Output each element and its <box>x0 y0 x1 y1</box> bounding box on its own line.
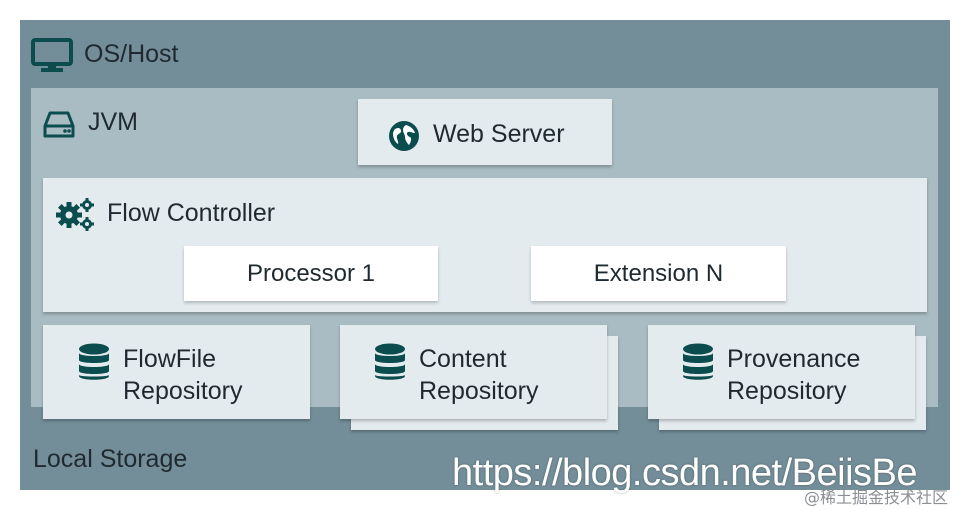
os-host-label: OS/Host <box>84 40 179 68</box>
jvm-label: JVM <box>88 108 138 136</box>
database-icon <box>682 343 714 381</box>
flowfile-repository-line1: FlowFile <box>123 345 217 373</box>
gears-icon <box>54 197 96 233</box>
flowfile-repository-line2: Repository <box>123 377 243 405</box>
provenance-repository-line2: Repository <box>727 377 847 405</box>
watermark-url: https://blog.csdn.net/BeiisBe <box>452 452 918 494</box>
content-repository-line1: Content <box>419 345 507 373</box>
flowfile-repository-label: FlowFile Repository <box>123 343 243 407</box>
content-repository-line2: Repository <box>419 377 539 405</box>
web-server-label: Web Server <box>433 120 565 148</box>
watermark-credit: @稀土掘金技术社区 <box>804 488 949 507</box>
monitor-icon <box>31 38 73 74</box>
globe-icon <box>388 120 420 152</box>
content-repository-label: Content Repository <box>419 343 539 407</box>
flow-controller-label: Flow Controller <box>107 199 276 227</box>
processor-box: Processor 1 <box>184 246 438 301</box>
local-storage-label: Local Storage <box>33 445 188 473</box>
provenance-repository-line1: Provenance <box>727 345 861 373</box>
provenance-repository-label: Provenance Repository <box>727 343 860 407</box>
hard-drive-icon <box>43 111 75 139</box>
database-icon <box>78 343 110 381</box>
extension-box: Extension N <box>531 246 786 301</box>
database-icon <box>374 343 406 381</box>
